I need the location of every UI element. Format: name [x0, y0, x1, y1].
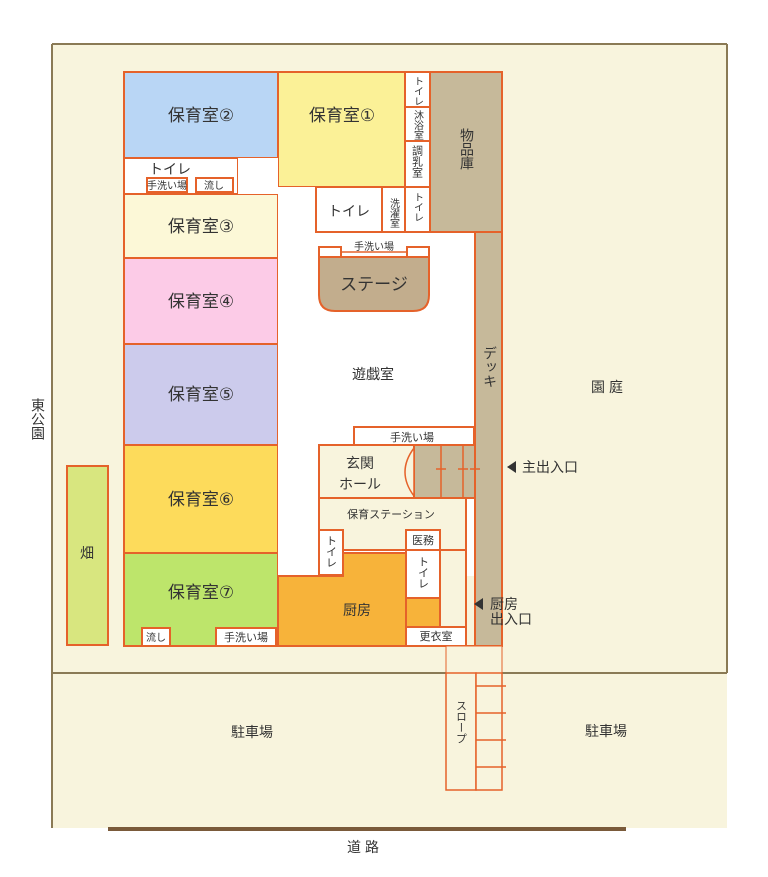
toilet-kitchen-label: トイレ [417, 556, 430, 589]
toilet-v2 [404, 186, 431, 233]
sink-left-box [195, 177, 234, 193]
kitchen-entrance-label-1: 厨房 [490, 597, 518, 613]
stage-label: ステージ [340, 275, 408, 295]
field-label: 畑 [80, 546, 94, 562]
playroom-label: 遊戯室 [352, 366, 394, 383]
slope-steps [475, 672, 503, 791]
corridor-top-left [238, 158, 278, 194]
bath-label: 沐浴室 [412, 109, 424, 140]
milk-room [404, 140, 431, 188]
entrance-label-2: ホール [339, 477, 381, 493]
toilet-v2-label: トイレ [412, 192, 424, 222]
deck[interactable] [474, 231, 503, 647]
slope-landing [445, 645, 503, 674]
milk-label: 調乳室 [411, 144, 424, 178]
kitchen-label: 厨房 [343, 603, 371, 619]
room-1[interactable] [277, 71, 406, 188]
sink-left-label: 流し [204, 179, 224, 192]
locker-label: 更衣室 [420, 629, 453, 643]
kitchen[interactable] [277, 552, 407, 647]
kitchen-entrance-arrow-icon [474, 598, 483, 610]
toilet-v1 [404, 71, 431, 108]
stage[interactable] [318, 256, 430, 312]
handwash-left-box [146, 177, 188, 193]
handwash-bottom-box [215, 627, 277, 647]
room-7-label: 保育室⑦ [168, 583, 234, 603]
locker-room[interactable] [405, 626, 467, 647]
main-entrance-arrow-icon [507, 461, 516, 473]
medical-label: 医務 [412, 533, 434, 547]
room-6[interactable] [123, 444, 279, 554]
parking-left-label: 駐車場 [231, 724, 273, 741]
garden-label: 園庭 [591, 379, 627, 396]
sink-bottom-box [141, 627, 171, 647]
handwash-stage-label: 手洗い場 [354, 240, 394, 253]
room-5-label: 保育室⑤ [168, 385, 234, 405]
entrance-hall[interactable] [318, 444, 415, 499]
room-4[interactable] [123, 257, 279, 345]
east-park-label: 東公園 [29, 398, 45, 440]
room-2-label: 保育室② [168, 106, 234, 126]
parking-right-label: 駐車場 [585, 723, 627, 740]
entrance-label-1: 玄関 [346, 455, 374, 472]
laundry-label: 洗濯室 [388, 198, 400, 228]
slope[interactable] [445, 672, 477, 791]
sink-bottom-label: 流し [146, 631, 166, 644]
road-label: 道路 [347, 840, 383, 856]
room-5[interactable] [123, 343, 279, 446]
handwash-stage-left [318, 246, 342, 258]
field-plot [66, 465, 109, 646]
kitchen-entrance-label-2: 出入口 [490, 612, 532, 628]
toilet-v1-label: トイレ [412, 76, 424, 106]
storage-label: 物品庫 [458, 128, 474, 170]
toilet-top-label: トイレ [149, 162, 191, 178]
room-4-label: 保育室④ [168, 292, 234, 312]
station-label: 保育ステーション [347, 507, 435, 521]
handwash-left-label: 手洗い場 [147, 179, 187, 192]
entrance-vestibule [413, 444, 476, 499]
handwash-bottom-label: 手洗い場 [224, 630, 268, 644]
toilet-kitchen [405, 549, 441, 599]
handwash-stage-right [406, 246, 430, 258]
slope-label: スロープ [455, 700, 468, 744]
kitchen-annex [405, 597, 441, 628]
toilet-mid-label: トイレ [328, 204, 370, 220]
entrance-curve [404, 445, 415, 499]
room-1-label: 保育室① [309, 106, 375, 126]
toilet-station-label: トイレ [325, 535, 338, 568]
room-6-label: 保育室⑥ [168, 490, 234, 510]
storage-room[interactable] [429, 71, 503, 233]
room-3-label: 保育室③ [168, 217, 234, 237]
service-corridor [439, 549, 467, 628]
handwash-entrance-label: 手洗い場 [390, 430, 434, 444]
deck-label: デッキ [481, 346, 497, 388]
main-entrance-label: 主出入口 [522, 460, 578, 476]
